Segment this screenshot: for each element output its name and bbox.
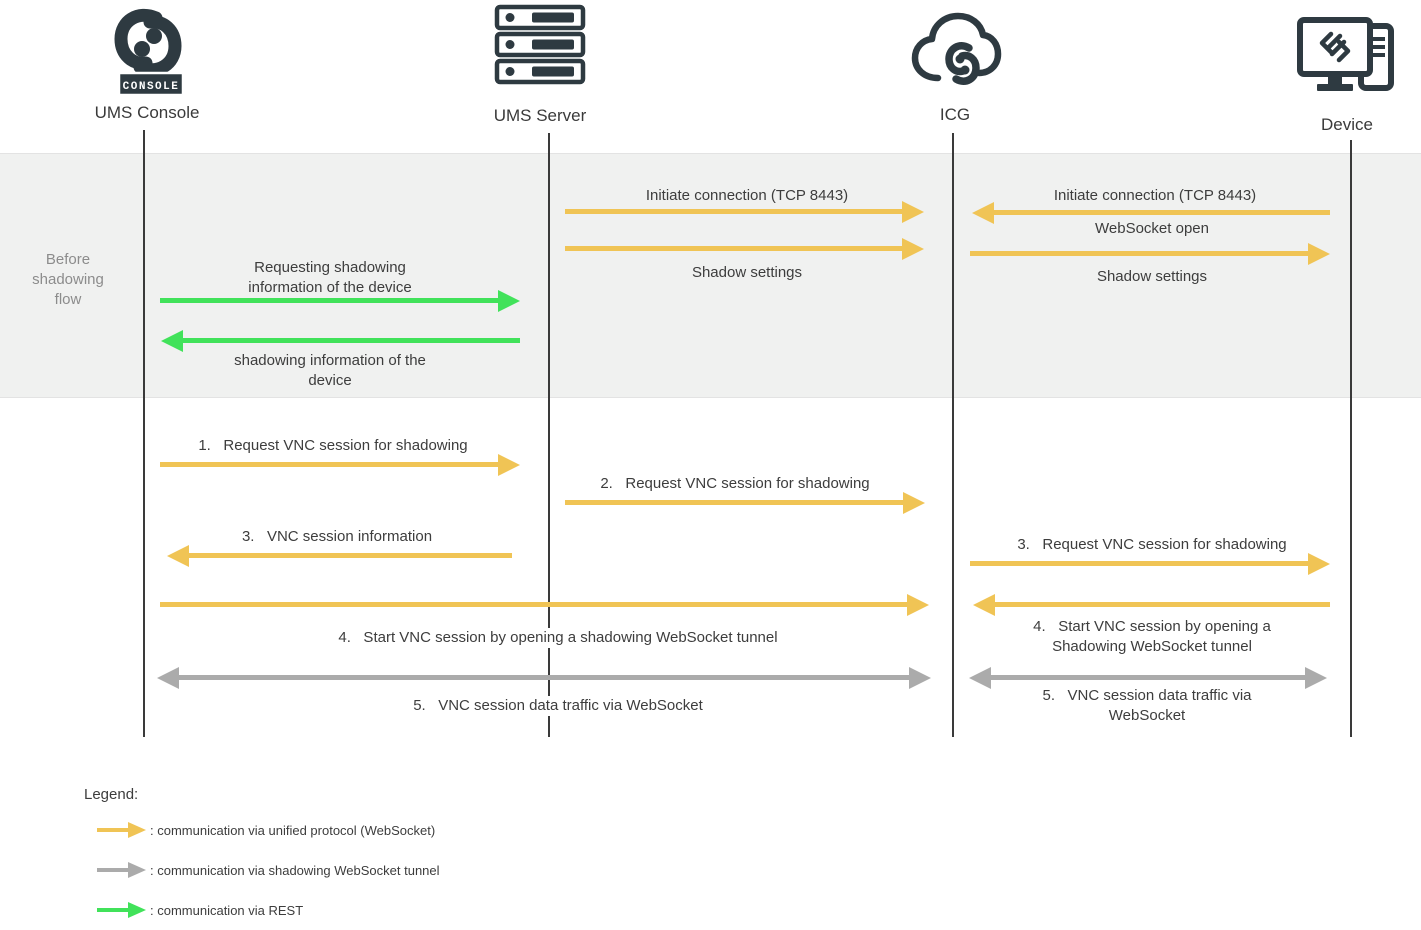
ums-server-icon	[494, 4, 586, 86]
arrow-step5-traffic	[157, 666, 931, 689]
actor-label-ums-server: UMS Server	[493, 106, 587, 125]
actor-label-icg: ICG	[939, 105, 971, 124]
label-step4-tunnel: 4. Start VNC session by opening a shadow…	[332, 628, 784, 648]
lifeline-icg	[952, 133, 954, 737]
arrow-step4-device	[973, 593, 1330, 616]
arrow-shadow-settings-server-icg	[565, 237, 924, 260]
label-shadow-settings-icg-device: Shadow settings	[1096, 268, 1208, 285]
label-step3-vnc-info: 3. VNC session information	[241, 528, 433, 545]
arrow-step5-device	[969, 666, 1327, 689]
label-shadow-settings-server-icg: Shadow settings	[691, 264, 803, 281]
label-step5-device: 5. VNC session data traffic via WebSocke…	[1042, 687, 1252, 724]
arrow-step1	[160, 453, 520, 476]
label-initiate-connection-server-icg: Initiate connection (TCP 8443)	[645, 187, 849, 204]
legend-label-rest: : communication via REST	[150, 903, 304, 918]
label-step4-device: 4. Start VNC session by opening a Shadow…	[1033, 618, 1271, 655]
arrow-requesting-shadowing-info	[160, 289, 520, 312]
label-requesting-shadowing-info: Requesting shadowing information of the …	[248, 259, 412, 296]
legend-label-unified-protocol: : communication via unified protocol (We…	[150, 823, 436, 838]
arrow-step2	[565, 491, 925, 514]
legend-arrow-unified-protocol	[97, 822, 146, 838]
icg-cloud-icon	[908, 6, 1002, 103]
device-icon	[1297, 12, 1397, 102]
label-step1: 1. Request VNC session for shadowing	[198, 437, 468, 454]
arrow-initiate-connection-server-icg	[565, 200, 924, 223]
label-websocket-open: WebSocket open	[1095, 220, 1209, 237]
arrow-step3-request-device	[970, 552, 1330, 575]
actor-label-ums-console: UMS Console	[94, 103, 200, 122]
label-step5-traffic: 5. VNC session data traffic via WebSocke…	[407, 696, 709, 716]
label-step3-request-device: 3. Request VNC session for shadowing	[1017, 536, 1287, 553]
ums-console-icon: CONSOLE	[95, 6, 199, 99]
lifeline-ums-server	[548, 133, 550, 737]
before-shadowing-band	[0, 153, 1421, 398]
label-initiate-connection-device-icg: Initiate connection (TCP 8443)	[1053, 187, 1257, 204]
legend-title: Legend:	[84, 786, 139, 803]
arrow-step3-vnc-info	[167, 544, 512, 567]
phase-label: Before shadowing flow	[32, 251, 104, 308]
lifeline-ums-console	[143, 130, 145, 737]
arrow-initiate-connection-device-icg	[972, 201, 1330, 224]
console-badge-text: CONSOLE	[123, 81, 180, 93]
legend-arrow-rest	[97, 902, 146, 918]
label-shadowing-info-response: shadowing information of the device	[234, 352, 426, 389]
arrow-shadow-settings-icg-device	[970, 242, 1330, 265]
legend-arrow-websocket-tunnel	[97, 862, 146, 878]
label-step2: 2. Request VNC session for shadowing	[600, 475, 870, 492]
lifeline-device	[1350, 140, 1352, 737]
legend-label-websocket-tunnel: : communication via shadowing WebSocket …	[150, 863, 440, 878]
arrow-shadowing-info-response	[161, 329, 520, 352]
actor-label-device: Device	[1321, 115, 1373, 134]
arrow-step4-tunnel	[160, 593, 929, 616]
